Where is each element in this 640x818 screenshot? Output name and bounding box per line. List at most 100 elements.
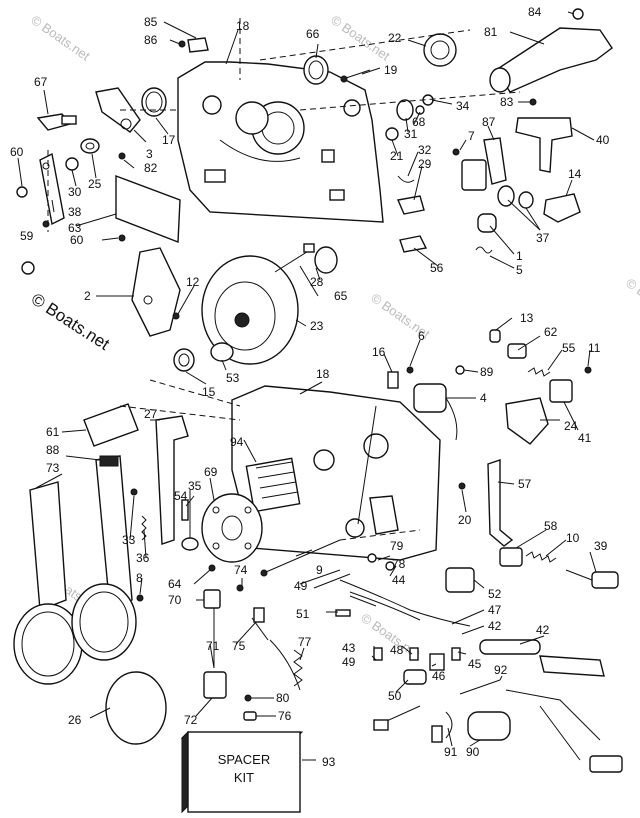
callout-67: 67: [34, 75, 48, 89]
callout-86: 86: [144, 33, 158, 47]
callout-66: 66: [306, 27, 320, 41]
part-67-knob: [36, 113, 77, 131]
callout-83: 83: [500, 95, 514, 109]
part-38-link-arm: [39, 152, 65, 226]
callout-57: 57: [518, 477, 532, 491]
callout-72: 72: [184, 713, 198, 727]
callout-36: 36: [136, 551, 150, 565]
callout-2: 2: [84, 289, 91, 303]
part-55-spring: [527, 367, 551, 377]
part-10-spring: [525, 551, 557, 563]
callout-87: 87: [482, 115, 496, 129]
callout-18-lower: 18: [316, 367, 330, 381]
callout-92: 92: [494, 663, 508, 677]
part-11-screw: [584, 366, 592, 374]
part-73-lever: [29, 481, 67, 611]
callout-91: 91: [444, 745, 458, 759]
callout-59: 59: [20, 229, 34, 243]
watermark-main: © Boats.net: [28, 289, 113, 354]
callout-60-low: 60: [70, 233, 84, 247]
part-92-cables: [459, 679, 601, 741]
part-lever-hubs: [13, 583, 137, 685]
callout-84: 84: [528, 5, 542, 19]
callout-13: 13: [520, 311, 534, 325]
callout-21: 21: [390, 149, 404, 163]
callout-labels: 85 86 18 66 22 84 81 19 67 34 68 83 17 3…: [10, 5, 610, 759]
callout-25: 25: [88, 177, 102, 191]
callout-44: 44: [392, 573, 406, 587]
part-disc-31: [396, 99, 414, 121]
callout-65: 65: [334, 289, 348, 303]
part-22-seal: [423, 33, 457, 67]
part-2-arm: [131, 247, 181, 337]
callout-41: 41: [578, 431, 592, 445]
callout-27: 27: [144, 407, 158, 421]
part-53-ring: [210, 342, 234, 362]
callout-22: 22: [388, 31, 402, 45]
part-50-fuse: [403, 669, 427, 685]
callout-90: 90: [466, 745, 480, 759]
spacer-kit-line2: KIT: [234, 770, 254, 785]
part-82-screw: [118, 152, 126, 160]
part-30-nut: [65, 157, 79, 171]
part-48-connector: [409, 647, 419, 661]
callout-48: 48: [390, 643, 404, 657]
callout-35: 35: [188, 479, 202, 493]
part-27-bracket: [155, 415, 189, 545]
part-15-bushing: [173, 348, 195, 372]
part-20-screw: [458, 482, 466, 490]
callout-30: 30: [68, 185, 82, 199]
callout-62: 62: [544, 325, 558, 339]
callout-73: 73: [46, 461, 60, 475]
callout-5: 5: [516, 263, 523, 277]
callout-54: 54: [174, 489, 188, 503]
callout-53: 53: [226, 371, 240, 385]
callout-75: 75: [232, 639, 246, 653]
callout-64: 64: [168, 577, 182, 591]
part-72-plug: [203, 671, 227, 699]
part-84-nut: [572, 8, 584, 20]
part-74-screw: [236, 584, 244, 592]
part-42-trim-switch: [479, 639, 605, 677]
callout-58: 58: [544, 519, 558, 533]
part-46-connector: [429, 653, 445, 671]
part-9-cable: [260, 539, 341, 577]
callout-56: 56: [430, 261, 444, 275]
part-33-pin: [130, 488, 138, 496]
part-89-nut: [455, 365, 465, 375]
part-32-clip: [397, 175, 415, 183]
part-26-cover: [105, 671, 167, 745]
callout-82: 82: [144, 161, 158, 175]
alignment-lines: [47, 18, 521, 541]
part-58-spring-cap: [499, 547, 523, 567]
part-75-connector: [251, 607, 269, 641]
part-small-knob: [21, 261, 35, 275]
callout-11: 11: [588, 341, 601, 355]
part-78-connectors: [367, 553, 395, 571]
callout-71: 71: [206, 639, 220, 653]
part-65-bushing: [314, 246, 338, 274]
leader-lines: [17, 11, 597, 761]
part-12-screw: [172, 312, 180, 320]
part-57-bracket: [487, 459, 514, 547]
callout-20: 20: [458, 513, 472, 527]
callout-38: 38: [68, 205, 82, 219]
callout-81: 81: [484, 25, 498, 39]
callout-14: 14: [568, 167, 582, 181]
callout-49-upper: 49: [294, 579, 308, 593]
callout-46: 46: [432, 669, 446, 683]
callout-33: 33: [122, 533, 136, 547]
part-40-bracket: [515, 117, 573, 173]
part-3-lever-plate: [95, 87, 141, 133]
callout-7: 7: [468, 129, 475, 143]
callout-23: 23: [310, 319, 324, 333]
callout-32: 32: [418, 143, 432, 157]
callout-8: 8: [136, 571, 143, 585]
watermark-right-edge: © Boats.net: [623, 275, 640, 327]
part-68-pin: [415, 105, 425, 115]
part-35-clip: [181, 537, 199, 551]
part-36-spring: [141, 515, 147, 541]
part-77-wire-coil: [269, 639, 303, 691]
callout-70: 70: [168, 593, 182, 607]
